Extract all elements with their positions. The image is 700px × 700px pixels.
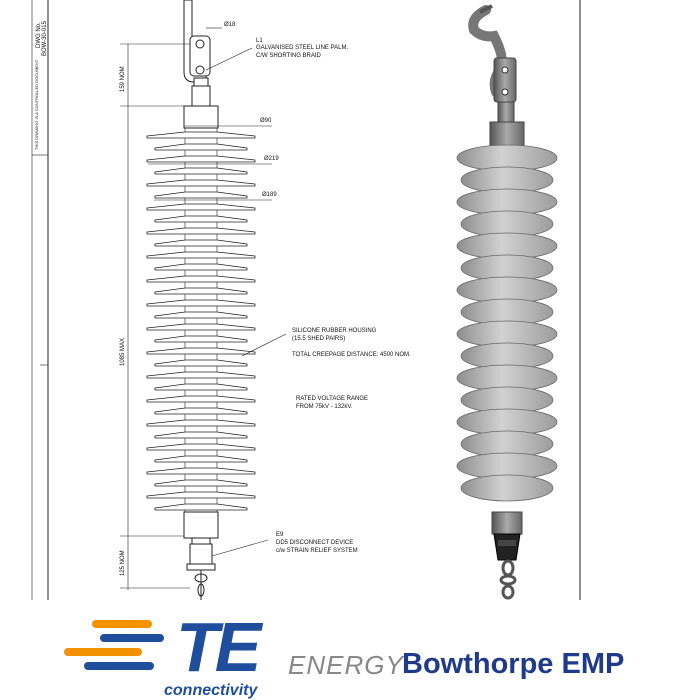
shed-2d bbox=[146, 251, 256, 259]
drawing-frame bbox=[31, 0, 581, 600]
shed-2d bbox=[146, 131, 256, 139]
callout-housing-line1: SILICONE RUBBER HOUSING bbox=[292, 328, 377, 334]
callout-creepage: TOTAL CREEPAGE DISTANCE: 4500 NOM. bbox=[292, 352, 411, 358]
shed-2d bbox=[154, 239, 248, 247]
shed-2d bbox=[154, 191, 248, 199]
dimension-dia-219: Ø219 bbox=[264, 156, 279, 162]
shed-2d bbox=[146, 155, 256, 163]
shed-2d bbox=[154, 167, 248, 175]
shed-2d bbox=[154, 143, 248, 151]
shed-2d bbox=[146, 371, 256, 379]
shed-2d bbox=[146, 467, 256, 475]
te-connectivity-text: connectivity bbox=[164, 682, 258, 699]
shed-2d bbox=[154, 479, 248, 487]
callout-e9-ref: E9 bbox=[276, 532, 284, 538]
energy-text: ENERGY bbox=[288, 650, 404, 680]
shed-2d bbox=[154, 383, 248, 391]
shed-2d bbox=[146, 347, 256, 355]
shed-2d bbox=[146, 227, 256, 235]
shed-2d bbox=[146, 395, 256, 403]
dimension-dia-90: Ø90 bbox=[260, 118, 272, 124]
shed-2d bbox=[146, 419, 256, 427]
callout-l1-ref: L1 bbox=[256, 38, 263, 44]
shed-2d bbox=[154, 503, 248, 511]
shed-2d bbox=[154, 215, 248, 223]
callout-e9-line1: DD5 DISCONNECT DEVICE bbox=[276, 540, 354, 546]
callout-l1-line1: GALVANISED STEEL LINE PALM. bbox=[256, 45, 349, 51]
shed-2d bbox=[146, 443, 256, 451]
shed-2d bbox=[154, 287, 248, 295]
te-logo-dash-orange-2 bbox=[64, 648, 142, 656]
arrester-elevation-drawing bbox=[120, 0, 287, 600]
dimension-dia-18: Ø18 bbox=[224, 22, 236, 28]
shed-2d bbox=[154, 407, 248, 415]
shed-2d bbox=[146, 203, 256, 211]
callout-l1-line2: C/W SHORTING BRAID bbox=[256, 53, 321, 59]
callout-voltage-line2: FROM 75kV - 132kV. bbox=[296, 404, 353, 410]
te-logo-dash-orange bbox=[92, 620, 152, 628]
te-logo: TE bbox=[176, 608, 261, 686]
shed-2d bbox=[146, 323, 256, 331]
shed-2d bbox=[146, 275, 256, 283]
shed-3d bbox=[460, 474, 554, 502]
callout-e9-line2: c/w STRAIN RELIEF SYSTEM bbox=[276, 548, 358, 554]
shed-2d bbox=[154, 311, 248, 319]
bowthorpe-logo: Bowthorpe EMP bbox=[402, 648, 625, 680]
arrester-3d-render bbox=[456, 4, 558, 600]
shed-2d bbox=[146, 179, 256, 187]
te-logo-dash-blue-1 bbox=[100, 634, 164, 642]
shed-2d bbox=[154, 431, 248, 439]
callout-voltage-line1: RATED VOLTAGE RANGE bbox=[296, 396, 369, 402]
shed-2d bbox=[146, 491, 256, 499]
shed-2d bbox=[154, 359, 248, 367]
te-logo-dash-blue-2 bbox=[84, 662, 154, 670]
shed-2d bbox=[154, 335, 248, 343]
dimension-dia-189: Ø189 bbox=[262, 192, 277, 198]
shed-2d bbox=[154, 263, 248, 271]
shed-2d bbox=[146, 299, 256, 307]
shed-2d bbox=[154, 455, 248, 463]
callout-housing-line2: (15.5 SHED PAIRS) bbox=[292, 336, 346, 342]
technical-drawing: DWG No. BOW-30-015 THIS DRAWING IS A CON… bbox=[31, 0, 581, 600]
